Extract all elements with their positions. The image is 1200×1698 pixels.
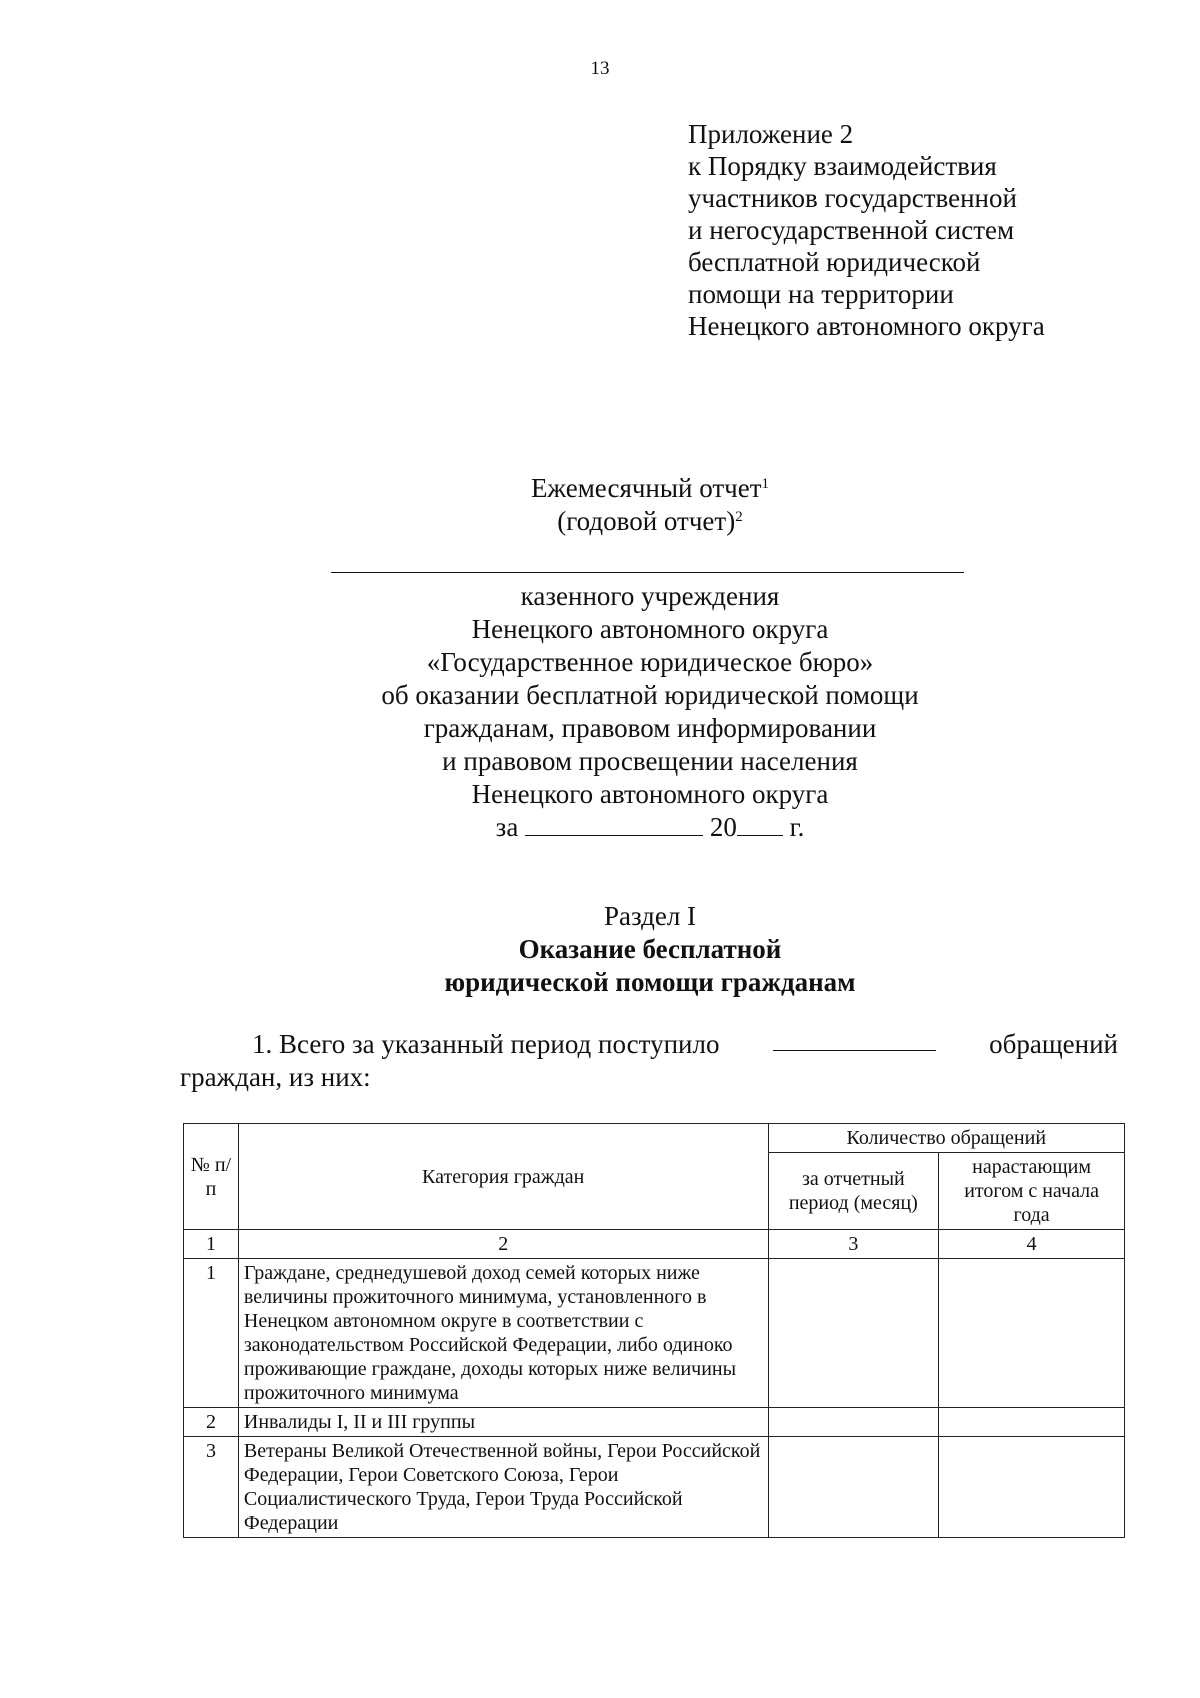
row-cumulative-value[interactable] <box>938 1436 1125 1538</box>
appendix-line: участников государственной <box>688 183 1017 213</box>
row-category: Граждане, среднедушевой доход семей кото… <box>237 1258 769 1408</box>
header-cumulative: нарастающим итогом с начала года <box>938 1152 1125 1230</box>
row-category: Инвалиды I, II и III группы <box>237 1407 769 1437</box>
paragraph-total-requests: 1. Всего за указанный период поступило о… <box>180 1028 1118 1094</box>
appendix-line: к Порядку взаимодействия <box>688 151 997 181</box>
requests-table: № п/п Категория граждан Количество обращ… <box>183 1123 1125 1538</box>
organization-description: казенного учреждения Ненецкого автономно… <box>0 580 1200 844</box>
organization-line: Ненецкого автономного округа <box>471 614 829 644</box>
organization-line: казенного учреждения <box>520 581 780 611</box>
row-month-value[interactable] <box>767 1436 940 1538</box>
row-number: 2 <box>183 1407 239 1437</box>
footnote-marker: 2 <box>735 509 743 525</box>
paragraph-text: обращений <box>989 1029 1118 1059</box>
organization-line: Ненецкого автономного округа <box>471 779 829 809</box>
column-index: 3 <box>767 1229 940 1259</box>
header-requests-count: Количество обращений <box>767 1123 1125 1153</box>
row-month-value[interactable] <box>767 1407 940 1437</box>
header-category: Категория граждан <box>237 1123 769 1230</box>
table-subheader-row: за отчетный период (месяц) нарастающим и… <box>184 1152 1125 1230</box>
organization-blank-line <box>331 572 964 573</box>
period-suffix: г. <box>789 812 805 842</box>
row-cumulative-value[interactable] <box>938 1258 1125 1408</box>
table-row: 2 Инвалиды I, II и III группы <box>183 1407 1125 1437</box>
row-number: 1 <box>183 1258 239 1408</box>
table-row: 1 Граждане, среднедушевой доход семей ко… <box>183 1258 1125 1408</box>
annual-report-label: (годовой отчет) <box>557 506 736 536</box>
appendix-reference: Приложение 2 к Порядку взаимодействия уч… <box>688 118 1045 342</box>
paragraph-text: граждан, из них: <box>180 1062 371 1092</box>
organization-line: гражданам, правовом информировании <box>423 713 877 743</box>
appendix-line: Приложение 2 <box>688 119 854 149</box>
report-period-line: за 20 г. <box>0 811 1200 844</box>
footnote-marker: 1 <box>761 476 770 492</box>
appendix-line: и негосударственной систем <box>688 215 1015 245</box>
table-row: 3 Ветераны Великой Отечественной войны, … <box>183 1436 1125 1538</box>
appendix-line: помощи на территории <box>688 279 954 309</box>
year-blank <box>736 813 783 836</box>
organization-line: «Государственное юридическое бюро» <box>426 647 874 677</box>
row-month-value[interactable] <box>767 1258 940 1408</box>
row-category: Ветераны Великой Отечественной войны, Ге… <box>237 1436 769 1538</box>
section-label: Раздел I <box>603 901 697 931</box>
monthly-report-label: Ежемесячный отчет <box>530 473 762 503</box>
page-number: 13 <box>590 58 610 79</box>
organization-line: об оказании бесплатной юридической помощ… <box>381 680 919 710</box>
column-index: 4 <box>938 1229 1125 1259</box>
section-title-line: Оказание бесплатной <box>518 934 782 964</box>
header-number: № п/п <box>183 1123 239 1230</box>
organization-line: и правовом просвещении населения <box>442 746 858 776</box>
report-title-line-monthly: Ежемесячный отчет1 <box>0 472 1200 505</box>
section-title-line: юридической помощи гражданам <box>444 967 856 997</box>
appendix-line: Ненецкого автономного округа <box>688 311 1045 341</box>
table-header-row: № п/п Категория граждан Количество обращ… <box>183 1123 1125 1230</box>
header-reporting-period: за отчетный период (месяц) <box>767 1152 940 1230</box>
paragraph-first-line: 1. Всего за указанный период поступило о… <box>180 1028 1118 1061</box>
period-prefix: за <box>495 812 519 842</box>
table-column-index-row: 1 2 3 4 <box>183 1229 1125 1259</box>
period-blank <box>525 813 704 836</box>
report-title-line-annual: (годовой отчет)2 <box>0 505 1200 538</box>
period-year: 20 <box>709 812 737 842</box>
appendix-line: бесплатной юридической <box>688 247 981 277</box>
row-cumulative-value[interactable] <box>938 1407 1125 1437</box>
section-heading: Раздел I Оказание бесплатной юридической… <box>0 900 1200 999</box>
column-index: 2 <box>237 1229 769 1259</box>
report-title: Ежемесячный отчет1 (годовой отчет)2 <box>0 472 1200 538</box>
row-number: 3 <box>183 1436 239 1538</box>
total-requests-blank <box>772 1028 936 1051</box>
column-index: 1 <box>183 1229 239 1259</box>
paragraph-text: 1. Всего за указанный период поступило <box>252 1029 720 1059</box>
